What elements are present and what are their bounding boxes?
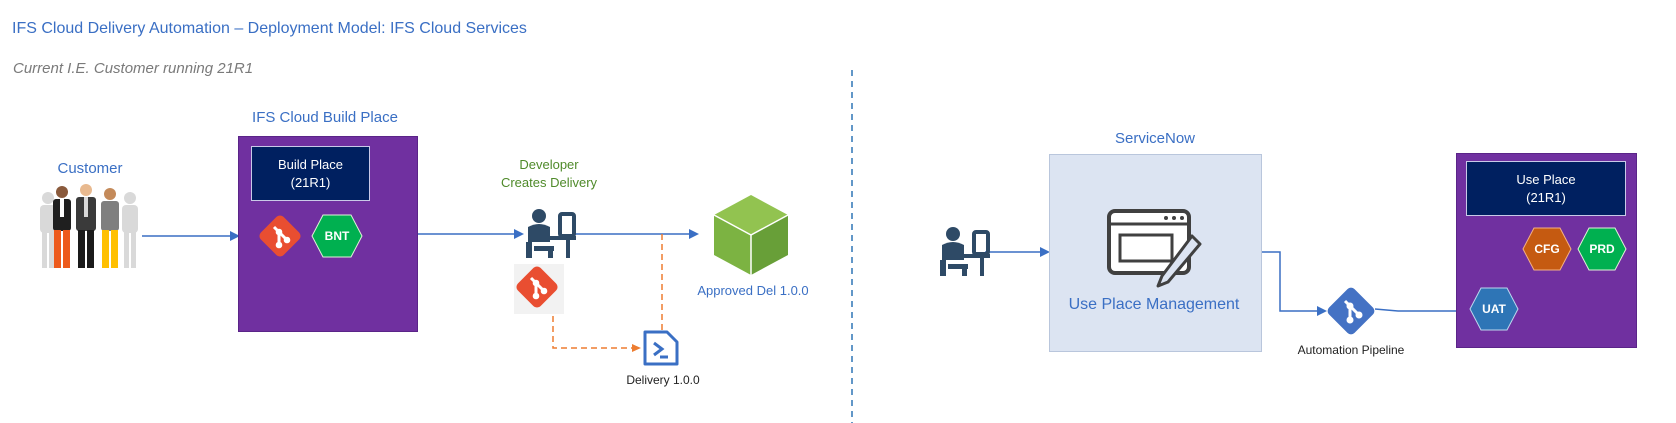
use-place-box: Use Place (21R1): [1466, 161, 1626, 216]
page-title: IFS Cloud Delivery Automation – Deployme…: [12, 20, 527, 37]
automation-pipeline-label: Automation Pipeline: [1297, 343, 1405, 357]
uat-label: UAT: [1482, 302, 1506, 316]
build-place-box-version: (21R1): [290, 174, 331, 190]
build-place-box: Build Place (21R1): [251, 146, 370, 201]
git-icon: [514, 264, 564, 314]
management-console-icon: [1107, 209, 1202, 288]
arrow-pipeline-to-uat: [1374, 308, 1463, 312]
customer-label: Customer: [57, 160, 123, 177]
bnt-label: BNT: [324, 229, 350, 243]
cfg-label: CFG: [1534, 242, 1560, 256]
use-place-management-label: Use Place Management: [1068, 296, 1240, 313]
uat-hexagon: UAT: [1469, 287, 1519, 331]
arrowhead: [514, 229, 524, 239]
approved-delivery-cube-icon: [713, 195, 789, 275]
dashed-git-to-delivery: [552, 316, 636, 349]
approved-delivery-label: Approved Del 1.0.0: [697, 283, 809, 298]
cfg-hexagon: CFG: [1522, 227, 1572, 271]
developer-label: Developer Creates Delivery: [484, 156, 614, 192]
use-place-box-title: Use Place: [1516, 171, 1576, 187]
page-subtitle: Current I.E. Customer running 21R1: [13, 60, 254, 77]
powershell-script-icon: [643, 330, 679, 366]
arrowhead: [689, 229, 699, 239]
git-icon: [259, 215, 301, 257]
developer-label-line1: Developer: [519, 157, 579, 172]
prd-hexagon: PRD: [1577, 227, 1627, 271]
prd-label: PRD: [1589, 242, 1615, 256]
hexagon-shape: [311, 214, 363, 258]
arrowhead: [1317, 306, 1327, 316]
bnt-hexagon: BNT: [311, 214, 363, 258]
arrowhead: [632, 344, 641, 352]
hexagon-shape: [1522, 227, 1572, 271]
delivery-label: Delivery 1.0.0: [626, 373, 700, 387]
use-place-box-version: (21R1): [1526, 189, 1566, 205]
developer-label-line2: Creates Delivery: [500, 175, 598, 190]
hexagon-shape: [1469, 287, 1519, 331]
arrowhead: [230, 231, 240, 241]
arrowhead: [1040, 247, 1050, 257]
servicenow-label: ServiceNow: [1114, 130, 1196, 147]
automation-pipeline-git-icon: [1327, 287, 1375, 335]
hexagon-shape: [1577, 227, 1627, 271]
build-place-header: IFS Cloud Build Place: [252, 109, 398, 126]
developer-icon: [526, 209, 576, 258]
customer-people-icon: [40, 184, 138, 268]
build-place-box-title: Build Place: [277, 156, 344, 172]
arrow-servicenow-to-pipeline: [1262, 251, 1322, 312]
operator-icon: [940, 227, 990, 276]
